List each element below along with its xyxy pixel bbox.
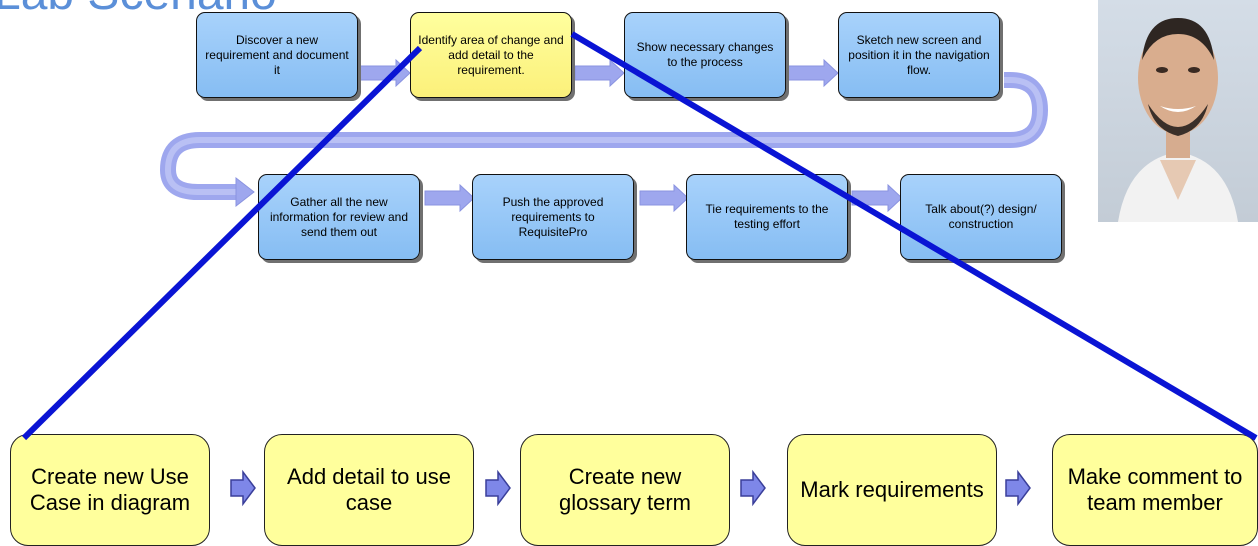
u-turn-arrowhead xyxy=(235,176,255,208)
process-step-7: Tie requirements to the testing effort xyxy=(686,174,848,260)
connector-arrow xyxy=(639,183,689,213)
presenter-photo xyxy=(1098,0,1258,222)
process-step-5: Gather all the new information for revie… xyxy=(258,174,420,260)
process-step-1: Discover a new requirement and document … xyxy=(196,12,358,98)
process-step-8: Talk about(?) design/ construction xyxy=(900,174,1062,260)
process-step-6: Push the approved requirements to Requis… xyxy=(472,174,634,260)
task-connector-arrow xyxy=(1005,469,1031,507)
lab-task-3: Create new glossary term xyxy=(520,434,730,546)
task-connector-arrow xyxy=(740,469,766,507)
task-connector-arrow xyxy=(230,469,256,507)
lab-task-5: Make comment to team member xyxy=(1052,434,1258,546)
zoom-line-left xyxy=(21,45,423,441)
task-connector-arrow xyxy=(485,469,511,507)
lab-task-4: Mark requirements xyxy=(787,434,997,546)
connector-arrow xyxy=(787,58,839,88)
connector-arrow xyxy=(424,183,475,213)
zoom-line-right xyxy=(570,31,1258,441)
lab-task-2: Add detail to use case xyxy=(264,434,474,546)
connector-arrow xyxy=(574,58,625,88)
process-step-4: Sketch new screen and position it in the… xyxy=(838,12,1000,98)
lab-task-1: Create new Use Case in diagram xyxy=(10,434,210,546)
process-step-2-highlighted: Identify area of change and add detail t… xyxy=(410,12,572,98)
